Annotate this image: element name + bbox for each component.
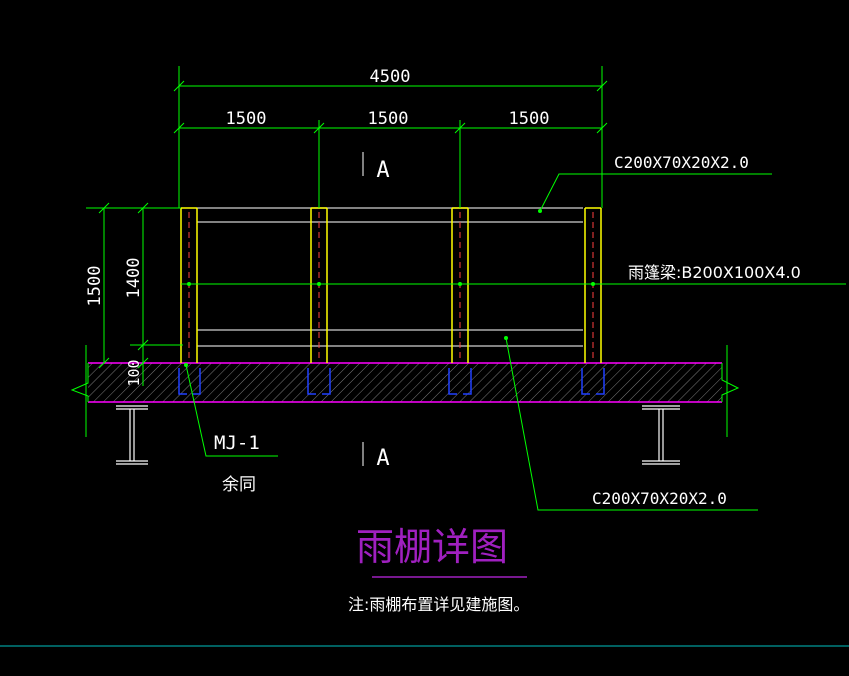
- drawing-title: 雨棚详图: [356, 525, 508, 569]
- label-embed-note: 余同: [222, 475, 256, 495]
- slab-hatch: [88, 363, 722, 402]
- anchor-3a: [448, 368, 457, 395]
- dim-span-1-text: 1500: [226, 109, 267, 129]
- i-beam-right: [642, 405, 680, 465]
- dimension-lines: [85, 66, 846, 511]
- section-mark-bottom: A: [376, 446, 389, 471]
- leader-purlin-bottom: [505, 337, 758, 511]
- anchor-4b: [596, 368, 605, 395]
- leader-mj1: [185, 364, 278, 457]
- label-mj1: MJ-1: [214, 432, 260, 454]
- dim-height-inner-text: 1400: [124, 258, 144, 299]
- label-purlin-bottom: C200X70X20X2.0: [592, 489, 727, 508]
- floor-slab: [70, 362, 740, 403]
- anchor-1b: [192, 368, 201, 395]
- i-beam-left: [116, 405, 148, 465]
- dim-slab-text: 100: [125, 359, 143, 386]
- label-purlin-top: C200X70X20X2.0: [614, 153, 749, 172]
- dim-span-3-text: 1500: [509, 109, 550, 129]
- anchor-plates: [178, 368, 605, 395]
- section-mark-top: A: [376, 158, 389, 183]
- anchor-4a: [581, 368, 590, 395]
- dim-span-2-text: 1500: [368, 109, 409, 129]
- anchor-3b: [463, 368, 472, 395]
- drawing-note: 注:雨棚布置详见建施图。: [348, 595, 529, 614]
- leader-purlin-top: [539, 173, 772, 212]
- leader-dots: [184, 209, 595, 367]
- horizontal-members: [197, 207, 583, 347]
- label-canopy-beam: 雨篷梁:B200X100X4.0: [628, 263, 801, 282]
- slab-break-right: [721, 363, 740, 402]
- anchor-1a: [178, 368, 187, 395]
- anchor-2a: [307, 368, 316, 395]
- column-4: [584, 207, 602, 363]
- dim-total-text: 4500: [370, 67, 411, 87]
- columns: [180, 207, 602, 363]
- slab-break-left: [70, 363, 89, 402]
- anchor-2b: [322, 368, 331, 395]
- dim-height-outer-text: 1500: [85, 266, 105, 307]
